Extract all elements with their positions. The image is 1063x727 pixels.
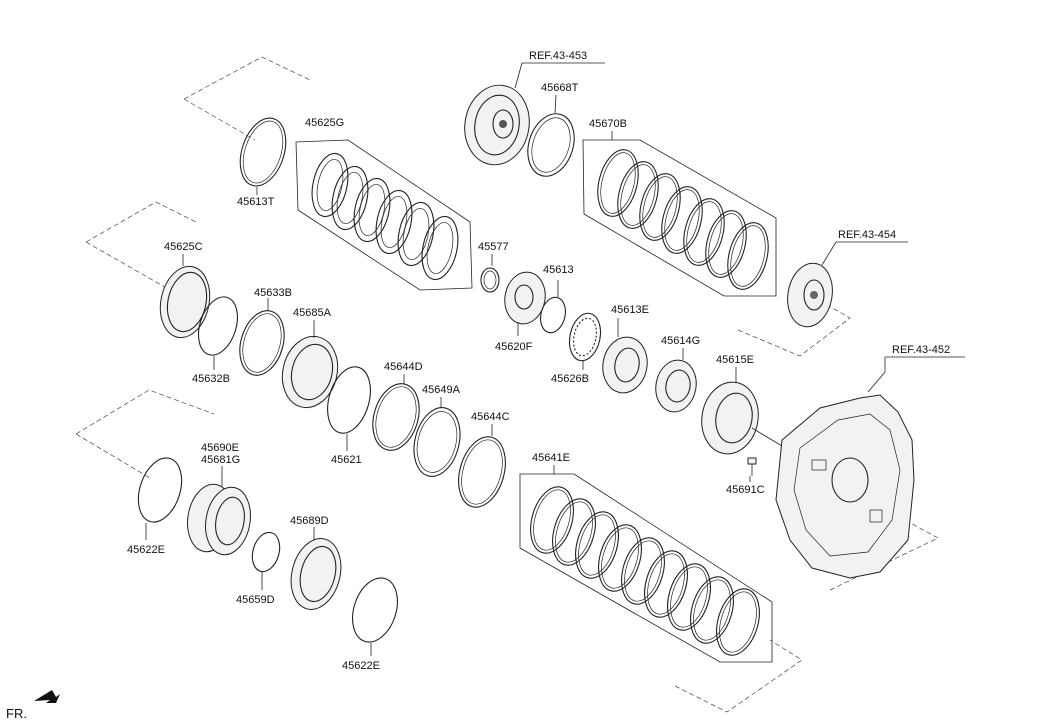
label-45649A: 45649A <box>422 384 461 396</box>
part-45690E-45681G <box>187 466 251 556</box>
part-45626B <box>568 312 602 370</box>
part-ref-43-454 <box>787 241 908 328</box>
reference-labels: REF.43-453 REF.43-454 REF.43-452 <box>529 50 950 356</box>
part-ref-43-452 <box>775 356 965 579</box>
label-45691C: 45691C <box>726 484 765 496</box>
front-orientation-label: FR. <box>6 706 27 721</box>
label-45622E-upper: 45622E <box>127 544 165 556</box>
part-45615E <box>701 367 783 455</box>
part-45649A <box>413 397 461 477</box>
part-45577 <box>480 254 500 293</box>
ref-label-43-452: REF.43-452 <box>892 344 950 356</box>
label-45620F: 45620F <box>495 341 533 353</box>
label-45668T: 45668T <box>541 82 579 94</box>
label-45685A: 45685A <box>293 307 332 319</box>
part-45691C <box>747 457 757 482</box>
part-45659D <box>251 531 281 590</box>
part-45644D <box>372 374 420 451</box>
ref-label-43-453: REF.43-453 <box>529 50 587 62</box>
part-45621 <box>327 366 371 451</box>
label-45577: 45577 <box>478 241 509 253</box>
part-45632B <box>197 296 239 370</box>
dashed-guides <box>75 56 939 713</box>
part-45622E-lower <box>352 577 398 656</box>
label-45670B: 45670B <box>589 118 627 130</box>
ref-label-43-454: REF.43-454 <box>838 229 896 241</box>
part-45614G <box>655 348 697 413</box>
label-45613E: 45613E <box>611 304 649 316</box>
part-ref-43-453 <box>464 62 605 166</box>
label-45621: 45621 <box>331 454 362 466</box>
part-45633B <box>239 298 285 376</box>
part-45670B <box>582 131 777 297</box>
label-45632B: 45632B <box>192 373 230 385</box>
label-45681G: 45681G <box>201 454 240 466</box>
label-45625C: 45625C <box>164 241 203 253</box>
label-45614G: 45614G <box>661 335 700 347</box>
label-45659D: 45659D <box>236 594 275 606</box>
label-45615E: 45615E <box>716 354 754 366</box>
part-45641E <box>519 465 773 663</box>
part-45685A <box>281 320 339 409</box>
part-45620F <box>504 271 546 336</box>
front-direction-arrow-icon <box>34 690 60 703</box>
label-45613: 45613 <box>543 264 574 276</box>
part-45613E <box>602 318 648 394</box>
part-45644C <box>458 424 506 508</box>
part-labels: 45613T 45625G 45668T 45670B 45625C 45633… <box>127 82 765 672</box>
label-45644C: 45644C <box>471 411 510 423</box>
part-45668T <box>527 94 575 177</box>
label-45622E-lower: 45622E <box>342 660 380 672</box>
part-45625C <box>159 254 211 339</box>
label-45613T: 45613T <box>237 196 275 208</box>
label-45689D: 45689D <box>290 515 329 527</box>
part-45613T <box>239 117 287 195</box>
label-45690E: 45690E <box>201 442 239 454</box>
part-45613 <box>540 280 566 334</box>
label-45641E: 45641E <box>532 452 570 464</box>
label-45626B: 45626B <box>551 373 589 385</box>
part-45622E-upper <box>137 457 183 540</box>
label-45633B: 45633B <box>254 287 292 299</box>
part-45689D <box>290 527 342 610</box>
label-45644D: 45644D <box>384 361 423 373</box>
part-45625G <box>295 139 473 291</box>
label-45625G: 45625G <box>305 117 344 129</box>
